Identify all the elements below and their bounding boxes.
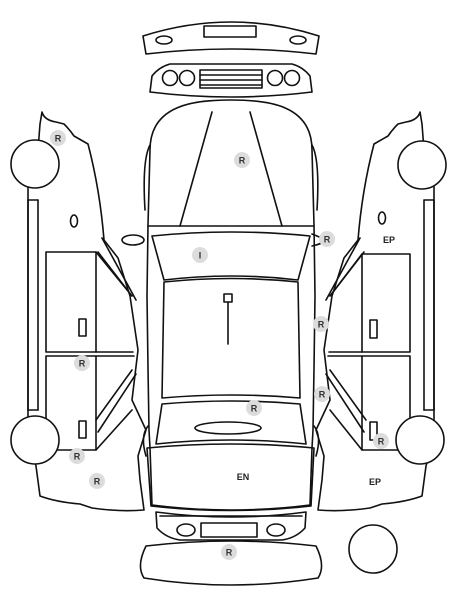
marker-label: R <box>319 390 326 400</box>
marker-right-mirror[interactable]: R <box>319 231 335 247</box>
marker-label: R <box>226 548 233 558</box>
rear-fascia[interactable] <box>155 511 307 541</box>
marker-label: EP <box>383 235 395 245</box>
right-rear-wheel[interactable] <box>395 415 445 465</box>
right-front-door[interactable] <box>328 253 411 353</box>
left-rear-door[interactable] <box>45 355 135 451</box>
marker-right-rear-wheel[interactable]: R <box>373 433 389 449</box>
marker-roof[interactable]: R <box>234 152 250 168</box>
marker-rear-bumper[interactable]: R <box>221 544 237 560</box>
right-side-profile <box>315 111 435 512</box>
marker-left-rear-door[interactable]: R <box>74 355 90 371</box>
front-grille[interactable] <box>149 63 313 98</box>
marker-label: EN <box>237 472 250 482</box>
marker-label: R <box>74 452 81 462</box>
marker-right-front-fender[interactable]: EP <box>383 235 395 245</box>
marker-right-rear-quarter[interactable]: EP <box>369 477 381 487</box>
windshield[interactable] <box>151 231 311 281</box>
marker-label: R <box>79 359 86 369</box>
marker-label: R <box>318 320 325 330</box>
tailgate[interactable] <box>146 443 315 512</box>
front-bumper[interactable] <box>142 21 320 55</box>
left-rear-wheel[interactable] <box>10 415 60 465</box>
right-front-wheel[interactable] <box>397 140 447 190</box>
marker-right-front-door[interactable]: R <box>313 316 329 332</box>
car-body <box>146 99 316 511</box>
marker-left-front-fender[interactable]: R <box>50 130 66 146</box>
marker-label: R <box>378 437 385 447</box>
rear-bumper[interactable] <box>139 540 323 586</box>
marker-label: EP <box>369 477 381 487</box>
marker-left-rear-wheel[interactable]: R <box>69 448 85 464</box>
roof[interactable] <box>161 277 301 399</box>
hood[interactable] <box>147 111 315 227</box>
marker-label: I <box>199 251 202 261</box>
left-front-door[interactable] <box>45 251 134 353</box>
marker-right-rear-door[interactable]: R <box>314 386 330 402</box>
marker-label: R <box>55 134 62 144</box>
marker-tailgate[interactable]: EN <box>237 472 250 482</box>
left-side-profile <box>27 111 147 512</box>
marker-label: R <box>251 404 258 414</box>
marker-label: R <box>94 477 101 487</box>
spare-wheel[interactable] <box>348 524 398 574</box>
left-front-wheel[interactable] <box>10 139 60 189</box>
marker-left-rear-quarter[interactable]: R <box>89 473 105 489</box>
marker-label: R <box>324 235 331 245</box>
marker-trunk-lid[interactable]: R <box>246 400 262 416</box>
left-mirror[interactable] <box>121 234 145 246</box>
marker-label: R <box>239 156 246 166</box>
rear-window[interactable] <box>155 400 307 445</box>
marker-windshield[interactable]: I <box>192 247 208 263</box>
